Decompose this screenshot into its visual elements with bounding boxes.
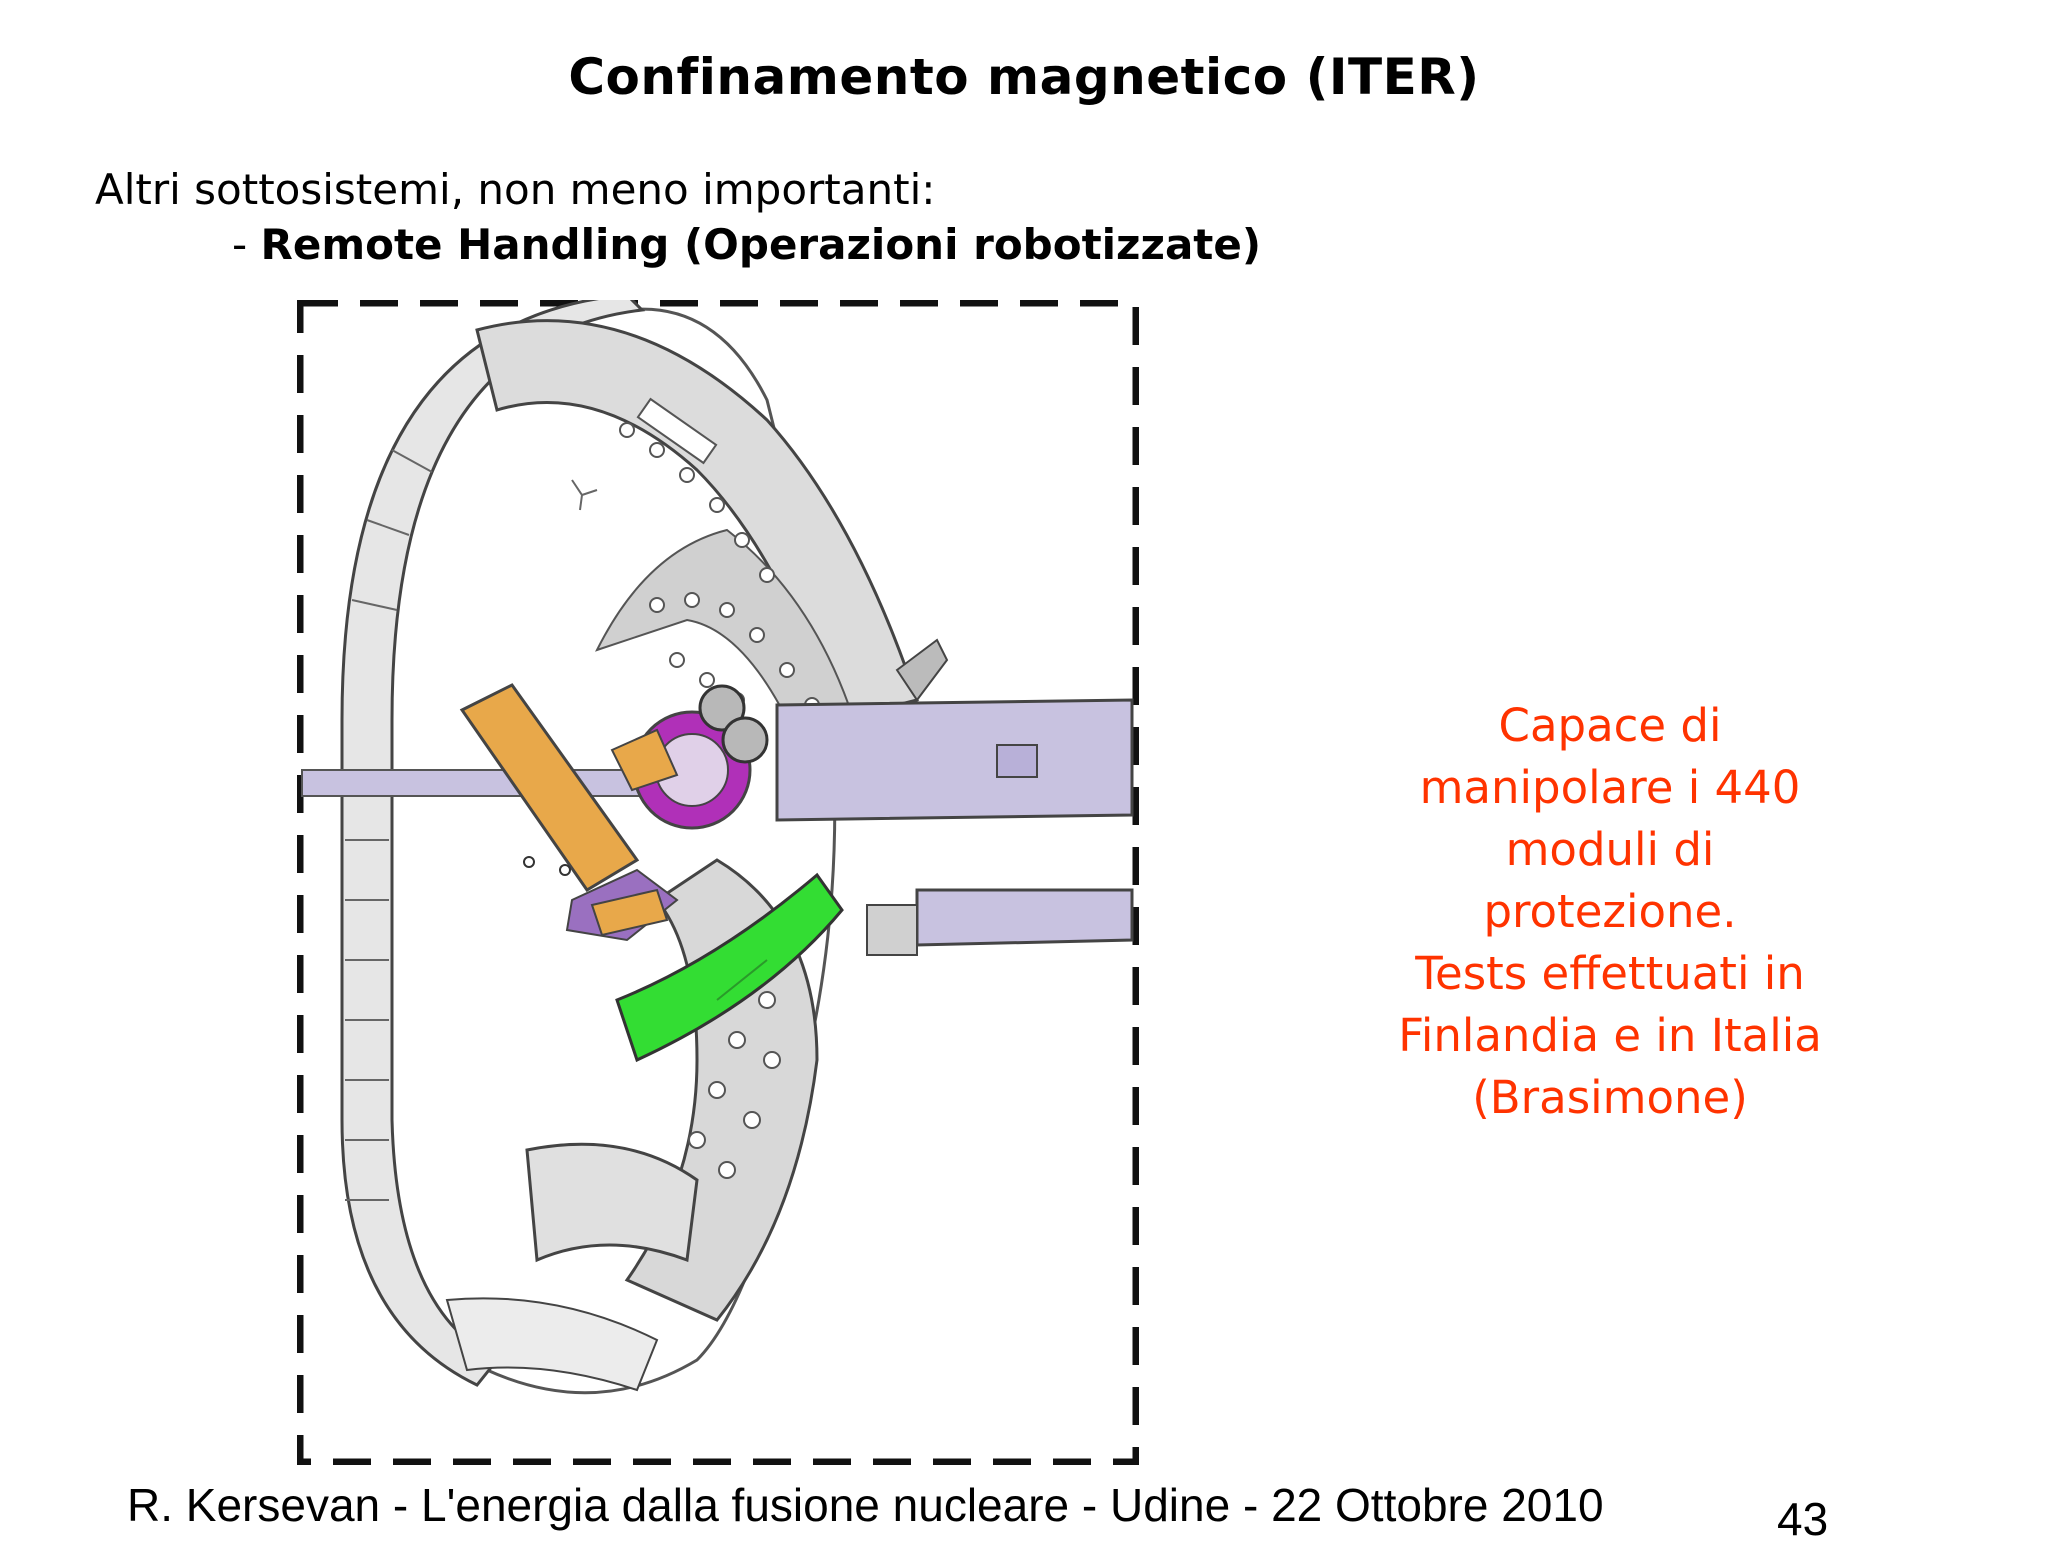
robot-arm-boom	[775, 698, 1134, 822]
page-number: 43	[1777, 1493, 1829, 1545]
dashed-frame	[297, 300, 1139, 1465]
inner-wall-band	[340, 300, 646, 1387]
drive-wheel-1	[698, 684, 746, 732]
wall-segments	[345, 449, 433, 1201]
slide-title: Confinamento magnetico (ITER)	[568, 48, 1480, 106]
detail-point-2	[559, 864, 571, 876]
blanket-module-green	[615, 872, 844, 1063]
axis-marker	[571, 479, 598, 511]
side-note-line: manipolare i 440	[1419, 761, 1801, 814]
divertor-cassette	[445, 1297, 659, 1392]
bullet-text: Remote Handling (Operazioni robotizzate)	[260, 220, 1262, 269]
bullet-item: - Remote Handling (Operazioni robotizzat…	[232, 220, 1261, 269]
drive-wheel-2	[721, 716, 769, 764]
side-note-line: (Brasimone)	[1472, 1071, 1748, 1124]
remote-handling-diagram	[297, 300, 1139, 1465]
support-joint	[866, 904, 918, 956]
gripper-mount	[610, 728, 679, 792]
module-mark	[716, 959, 768, 1001]
divertor	[525, 1142, 699, 1263]
arm-bracket	[895, 638, 949, 702]
intro-text: Altri sottosistemi, non meno importanti:	[95, 165, 936, 214]
bullet-dash: -	[232, 220, 261, 269]
side-note-line: Finlandia e in Italia	[1398, 1009, 1822, 1062]
detail-point-1	[523, 856, 535, 868]
side-note-line: protezione.	[1483, 885, 1737, 938]
gripper-arm	[459, 683, 640, 893]
effector-plate	[590, 888, 669, 937]
side-note-line: Tests effettuati in	[1415, 947, 1805, 1000]
footer-credit: R. Kersevan - L'energia dalla fusione nu…	[127, 1479, 1604, 1531]
side-note-line: moduli di	[1505, 823, 1715, 876]
lower-support-arm	[915, 888, 1134, 947]
iter-vessel-drawing	[297, 300, 1139, 1465]
side-note-line: Capace di	[1498, 699, 1722, 752]
port-opening	[636, 397, 718, 465]
upper-blanket	[475, 319, 919, 722]
transport-rail	[301, 769, 643, 797]
blanket-modules	[595, 528, 859, 742]
arm-joint	[996, 744, 1038, 778]
side-note: Capace di manipolare i 440 moduli di pro…	[1360, 695, 1860, 1129]
